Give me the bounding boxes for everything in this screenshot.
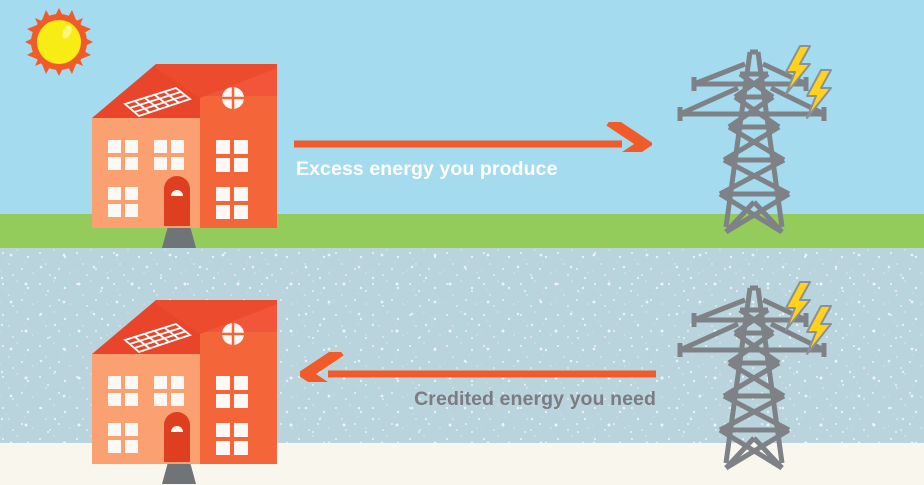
lightning-bolt-icon [806,305,832,355]
lightning-bolt-icon [785,281,811,331]
solar-panel-icon [123,322,192,354]
day-scene: Excess energy you produce [0,0,924,248]
lightning-bolt-icon [806,69,832,119]
sun-icon [25,8,93,76]
round-attic-window-icon [222,323,244,345]
house-with-solar-panels [92,294,277,484]
electricity-transmission-tower [676,42,858,242]
front-door [164,412,190,462]
arrow-right-icon [294,122,652,152]
round-attic-window-icon [222,87,244,109]
credited-energy-flow: Credited energy you need [300,352,658,411]
walkway [162,226,196,248]
house-with-solar-panels [92,58,277,248]
excess-energy-label: Excess energy you produce [296,158,558,180]
credited-energy-label: Credited energy you need [414,388,656,410]
excess-energy-flow: Excess energy you produce [292,122,652,181]
night-scene: Credited energy you need [0,248,924,485]
window [108,423,248,455]
window [108,140,248,172]
window [108,376,248,408]
arrow-left-icon [300,352,656,382]
crescent-moon-icon [33,271,85,323]
walkway [162,462,196,484]
window [108,187,248,219]
electricity-transmission-tower [676,278,858,478]
lightning-bolt-icon [785,45,811,95]
front-door [164,176,190,226]
solar-panel-icon [123,86,192,118]
